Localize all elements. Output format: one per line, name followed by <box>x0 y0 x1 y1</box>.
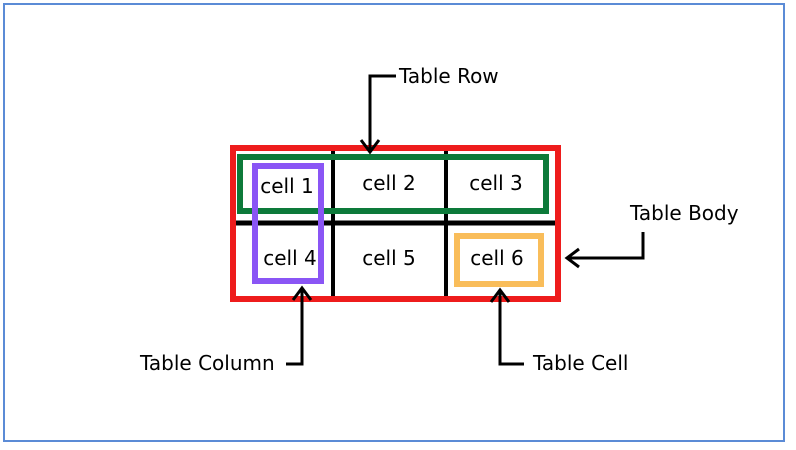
table-cell-arrow-line <box>498 290 524 366</box>
cell-6-text: cell 6 <box>470 246 524 270</box>
table-column-callout: Table Column <box>139 285 313 375</box>
cell-3-text: cell 3 <box>469 171 523 195</box>
cell-1-text: cell 1 <box>260 174 314 198</box>
table-cell-callout: Table Cell <box>489 287 628 375</box>
table-row-arrow-line <box>368 74 396 152</box>
table-body-outline <box>230 145 561 302</box>
table-body-label: Table Body <box>629 201 739 225</box>
table-body-arrow-line <box>567 232 645 260</box>
table-row-arrowhead <box>359 139 381 155</box>
table-cell-arrowhead <box>489 287 511 303</box>
table-column-label: Table Column <box>139 351 275 375</box>
table-column-arrow-line <box>286 288 304 366</box>
table-grid <box>233 150 556 298</box>
table-column-arrowhead <box>291 285 313 301</box>
cell-5-text: cell 5 <box>362 246 416 270</box>
table-cell-label: Table Cell <box>532 351 628 375</box>
table-row-callout: Table Row <box>359 64 499 155</box>
table-column-outline <box>252 163 324 284</box>
table-row-label: Table Row <box>398 64 499 88</box>
table-body-arrowhead <box>564 247 580 269</box>
cell-4-text: cell 4 <box>263 246 317 270</box>
cell-2-text: cell 2 <box>362 171 416 195</box>
table-body-callout: Table Body <box>564 201 739 269</box>
table-cell-outline <box>454 233 544 287</box>
table-row-outline <box>237 154 549 214</box>
